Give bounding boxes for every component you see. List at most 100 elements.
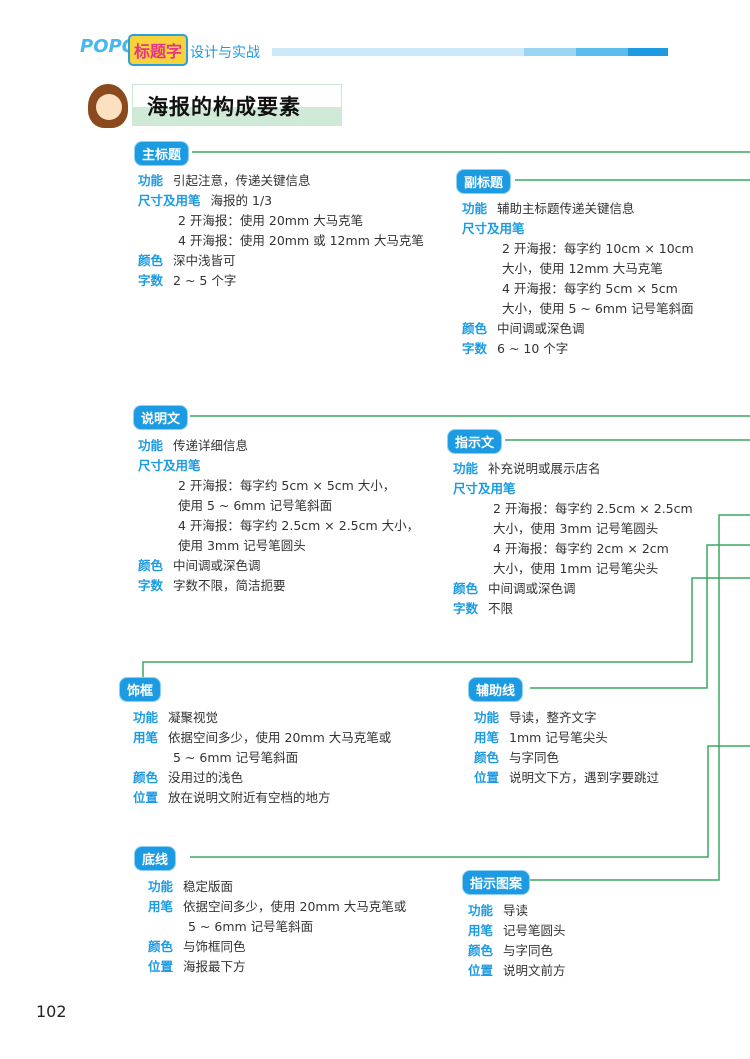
spec-row: 2 开海报：每字约 5cm × 5cm 大小， [138, 476, 419, 496]
spec-value: 记号笔圆头 [503, 923, 566, 938]
spec-key: 尺寸及用笔 [462, 221, 525, 236]
spec-row: 功能引起注意，传递关键信息 [138, 171, 424, 191]
spec-row: 位置说明文下方，遇到字要跳过 [474, 768, 659, 788]
spec-value: 依据空间多少，使用 20mm 大马克笔或 [168, 730, 392, 745]
spec-row: 位置放在说明文附近有空档的地方 [133, 788, 391, 808]
book-title: 设计与实战 [190, 45, 260, 61]
connector-guide-line [530, 544, 750, 689]
spec-value: 2 ~ 5 个字 [173, 273, 237, 288]
spec-key: 用笔 [148, 899, 174, 914]
spec-row: 颜色没用过的浅色 [133, 768, 391, 788]
spec-row: 字数不限 [453, 599, 693, 619]
spec-key: 颜色 [462, 321, 488, 336]
spec-key: 位置 [474, 770, 500, 785]
spec-row: 功能补充说明或展示店名 [453, 459, 693, 479]
spec-value: 说明文下方，遇到字要跳过 [509, 770, 660, 785]
spec-row: 尺寸及用笔 [138, 456, 419, 476]
spec-row: 位置说明文前方 [468, 961, 566, 981]
spec-row: 颜色中间调或深色调 [138, 556, 419, 576]
spec-key: 颜色 [138, 253, 164, 268]
spec-value: 引起注意，传递关键信息 [173, 173, 311, 188]
spec-key: 尺寸及用笔 [138, 458, 201, 473]
header-bar [272, 48, 524, 56]
spec-key: 颜色 [453, 581, 479, 596]
spec-key: 位置 [133, 790, 159, 805]
section-label-frame: 饰框 [119, 677, 162, 702]
spec-value: 4 开海报：使用 20mm 或 12mm 大马克笔 [178, 233, 424, 248]
connector-frame [142, 577, 750, 677]
section-body-text: 功能传递详细信息尺寸及用笔 2 开海报：每字约 5cm × 5cm 大小， 使用 5… [138, 436, 419, 596]
spec-row: 尺寸及用笔 [453, 479, 693, 499]
spec-key: 用笔 [468, 923, 494, 938]
series-logo-badge: 标题字 [128, 34, 189, 66]
series-logo: POPO [80, 36, 137, 57]
section-label-guide-line: 辅助线 [468, 677, 524, 702]
spec-value: 大小，使用 3mm 记号笔圆头 [493, 521, 659, 536]
spec-row: 大小，使用 3mm 记号笔圆头 [453, 519, 693, 539]
spec-value: 海报的 1/3 [210, 193, 273, 208]
spec-value: 深中浅皆可 [173, 253, 236, 268]
spec-row: 大小，使用 5 ~ 6mm 记号笔斜面 [462, 299, 694, 319]
spec-value: 5 ~ 6mm 记号笔斜面 [173, 750, 299, 765]
spec-key: 颜色 [133, 770, 159, 785]
spec-row: 颜色与饰框同色 [148, 937, 406, 957]
spec-value: 使用 3mm 记号笔圆头 [178, 538, 306, 553]
spec-row: 功能稳定版面 [148, 877, 406, 897]
spec-row: 功能导读 [468, 901, 566, 921]
spec-key: 功能 [468, 903, 494, 918]
spec-key: 功能 [474, 710, 500, 725]
spec-value: 导读 [503, 903, 529, 918]
spec-key: 字数 [138, 578, 164, 593]
spec-row: 位置海报最下方 [148, 957, 406, 977]
spec-value: 中间调或深色调 [497, 321, 585, 336]
spec-row: 功能凝聚视觉 [133, 708, 391, 728]
spec-key: 功能 [138, 438, 164, 453]
spec-key: 功能 [148, 879, 174, 894]
spec-row: 颜色深中浅皆可 [138, 251, 424, 271]
spec-key: 功能 [462, 201, 488, 216]
spec-row: 功能传递详细信息 [138, 436, 419, 456]
spec-value: 4 开海报：每字约 2.5cm × 2.5cm 大小， [178, 518, 420, 533]
section-label-base-line: 底线 [134, 846, 177, 871]
spec-row: 尺寸及用笔海报的 1/3 [138, 191, 424, 211]
spec-value: 中间调或深色调 [173, 558, 261, 573]
spec-row: 5 ~ 6mm 记号笔斜面 [133, 748, 391, 768]
spec-value: 2 开海报：使用 20mm 大马克笔 [178, 213, 364, 228]
header-bar [576, 48, 628, 56]
spec-value: 稳定版面 [183, 879, 234, 894]
spec-value: 使用 5 ~ 6mm 记号笔斜面 [178, 498, 333, 513]
spec-value: 2 开海报：每字约 10cm × 10cm [502, 241, 694, 256]
spec-value: 大小，使用 12mm 大马克笔 [502, 261, 663, 276]
section-label-pointer-text: 指示文 [447, 429, 503, 454]
spec-row: 大小，使用 12mm 大马克笔 [462, 259, 694, 279]
spec-value: 凝聚视觉 [168, 710, 219, 725]
spec-value: 补充说明或展示店名 [488, 461, 601, 476]
spec-value: 5 ~ 6mm 记号笔斜面 [188, 919, 314, 934]
spec-value: 2 开海报：每字约 5cm × 5cm 大小， [178, 478, 396, 493]
spec-key: 字数 [462, 341, 488, 356]
spec-value: 依据空间多少，使用 20mm 大马克笔或 [183, 899, 407, 914]
spec-value: 与字同色 [509, 750, 560, 765]
spec-row: 使用 5 ~ 6mm 记号笔斜面 [138, 496, 419, 516]
spec-value: 与饰框同色 [183, 939, 246, 954]
spec-row: 字数字数不限，简洁扼要 [138, 576, 419, 596]
spec-key: 位置 [468, 963, 494, 978]
spec-row: 2 开海报：每字约 10cm × 10cm [462, 239, 694, 259]
spec-row: 2 开海报：每字约 2.5cm × 2.5cm [453, 499, 693, 519]
header-bar [628, 48, 668, 56]
spec-value: 1mm 记号笔尖头 [509, 730, 608, 745]
spec-row: 功能辅助主标题传递关键信息 [462, 199, 694, 219]
spec-row: 颜色中间调或深色调 [453, 579, 693, 599]
connector-base-line [190, 745, 750, 858]
spec-value: 辅助主标题传递关键信息 [497, 201, 635, 216]
spec-value: 大小，使用 1mm 记号笔尖头 [493, 561, 659, 576]
spec-key: 功能 [138, 173, 164, 188]
spec-value: 4 开海报：每字约 2cm × 2cm [493, 541, 669, 556]
spec-value: 大小，使用 5 ~ 6mm 记号笔斜面 [502, 301, 694, 316]
spec-value: 字数不限，简洁扼要 [173, 578, 286, 593]
spec-row: 4 开海报：每字约 2.5cm × 2.5cm 大小， [138, 516, 419, 536]
